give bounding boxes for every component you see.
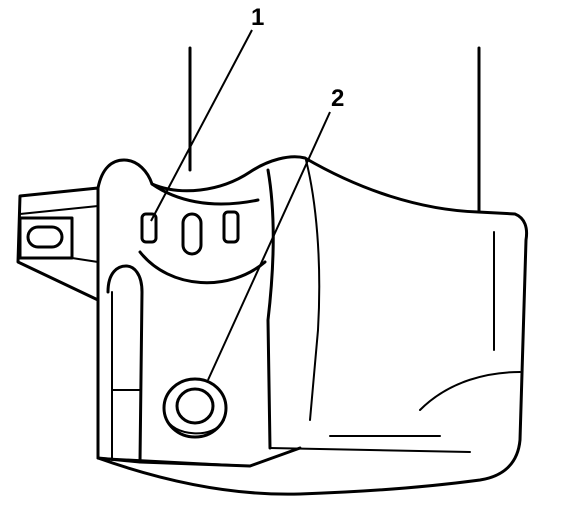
center-divider: [266, 168, 275, 450]
retainer-clip-slot-left: [140, 212, 158, 244]
upper-ridge: [150, 182, 260, 206]
grommet-inner: [175, 387, 215, 425]
leader-line-2: [207, 111, 331, 381]
left-post: [106, 264, 144, 464]
tab-lower-edge: [71, 257, 99, 263]
tab-slot: [26, 225, 64, 249]
housing-outline: [96, 155, 529, 496]
callout-label-1: 1: [251, 4, 265, 31]
grommet-outer: [162, 377, 228, 439]
tab-slot-frame: [18, 216, 74, 260]
grommet-flange: [165, 417, 225, 435]
retainer-clip-slot-right: [222, 210, 240, 244]
tab-edge-line: [19, 205, 99, 215]
base-diagonal: [97, 457, 251, 467]
retainer-center-hole: [181, 212, 203, 256]
upper-channel-curve: [138, 250, 267, 285]
lower-floor-line-2: [269, 447, 471, 453]
right-inner-contour: [305, 159, 321, 421]
leader-line-1: [150, 29, 253, 222]
callout-label-2: 2: [331, 85, 345, 112]
lower-right-contour: [419, 371, 521, 411]
